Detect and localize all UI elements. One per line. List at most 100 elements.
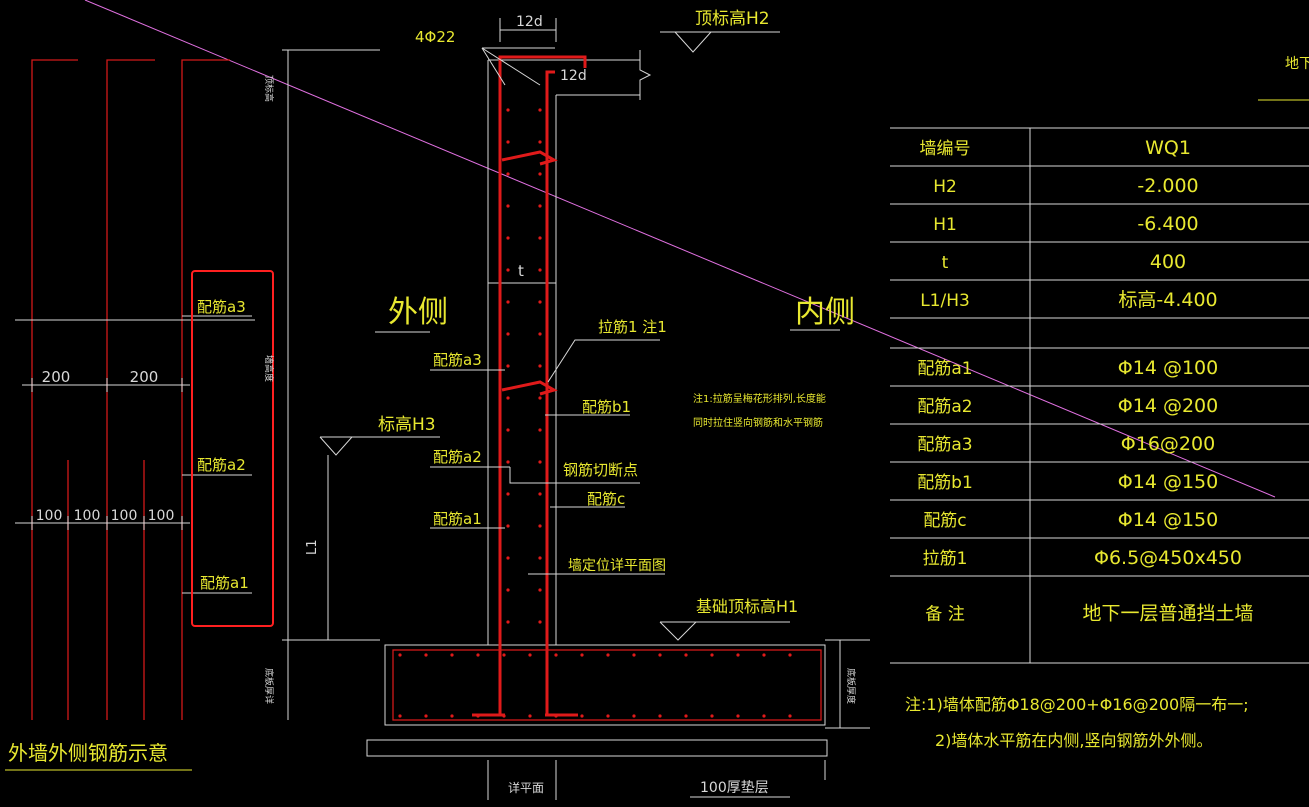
wall-section [282, 18, 870, 800]
corner-text: 地下 [1285, 56, 1309, 72]
dim-100-a: 100 [36, 508, 63, 524]
rebar-dot [554, 714, 558, 718]
table-cell-key: H2 [933, 177, 957, 197]
label-plan-ref: 墙定位详平面图 [568, 558, 666, 574]
table-cell-key: 墙编号 [920, 139, 971, 159]
rebar-dot [506, 108, 510, 112]
rebar-dot [710, 653, 714, 657]
rebar-dot [788, 653, 792, 657]
rebar-dot [684, 653, 688, 657]
table-cell-key: 配筋a3 [917, 435, 972, 455]
table-cell-key: 拉筋1 [923, 549, 968, 569]
highlight-box [191, 270, 274, 627]
left-label-a1: 配筋a1 [200, 574, 249, 592]
table-cell-key: L1/H3 [920, 291, 970, 311]
rebar-dot [450, 714, 454, 718]
label-l1: L1 [305, 539, 320, 555]
note-line-1: 注:1)墙体配筋Φ18@200+Φ16@200隔一布一; [905, 695, 1249, 714]
rebar-dot [506, 620, 510, 624]
table-cell-value: Φ14 @150 [1118, 509, 1218, 531]
rebar-dot [538, 140, 542, 144]
rebar-dot [506, 204, 510, 208]
rebar-dot [606, 714, 610, 718]
dim-100-d: 100 [148, 508, 175, 524]
label-c: 配筋c [587, 490, 625, 508]
rebar-dot [506, 588, 510, 592]
rebar-dot [710, 714, 714, 718]
rebar-dot [506, 396, 510, 400]
rebar-dot [506, 268, 510, 272]
rebar-dot [528, 653, 532, 657]
label-a2: 配筋a2 [433, 448, 482, 466]
rebar-dot [476, 714, 480, 718]
label-a3: 配筋a3 [433, 351, 482, 369]
table-cell-key: 配筋c [923, 511, 966, 531]
rebar-dot [762, 714, 766, 718]
label-elev-h3: 标高H3 [378, 415, 436, 435]
rebar-dot [538, 268, 542, 272]
label-12d-top: 12d [516, 14, 543, 30]
label-inside: 内侧 [795, 295, 855, 330]
rebar-dot [506, 332, 510, 336]
label-a1: 配筋a1 [433, 510, 482, 528]
note-1-line1: 注1:拉筋呈梅花形排列,长度能 [693, 392, 826, 405]
rebar-dot [538, 588, 542, 592]
left-sketch-title: 外墙外侧钢筋示意 [8, 741, 168, 765]
rebar-dot [736, 653, 740, 657]
table-cell-value: Φ14 @200 [1118, 395, 1218, 417]
label-cut-point: 钢筋切断点 [563, 461, 638, 479]
rebar-dot [424, 714, 428, 718]
rebar-dot [398, 714, 402, 718]
label-tie: 拉筋1 注1 [598, 318, 667, 336]
left-label-a3: 配筋a3 [197, 298, 246, 316]
vert-label-bot: 底板厚详 [263, 668, 275, 704]
rebar-dot [506, 300, 510, 304]
rebar-dot [450, 653, 454, 657]
rebar-dot [506, 428, 510, 432]
rebar-dot [538, 556, 542, 560]
table-cell-value: 标高-4.400 [1118, 289, 1217, 311]
rebar-dot [538, 620, 542, 624]
label-cushion: 100厚垫层 [700, 780, 769, 796]
rebar-dot [762, 653, 766, 657]
label-top-elev: 顶标高H2 [695, 9, 770, 29]
rebar-dot [506, 492, 510, 496]
table-cell-key: 备 注 [925, 605, 964, 625]
label-12d-inner: 12d [560, 68, 587, 84]
rebar-dot [538, 428, 542, 432]
table-cell-value: Φ14 @100 [1118, 357, 1218, 379]
rebar-dot [736, 714, 740, 718]
label-outside: 外侧 [388, 295, 448, 330]
table-cell-value: Φ6.5@450x450 [1094, 547, 1242, 569]
rebar-dot [476, 653, 480, 657]
rebar-dot [538, 364, 542, 368]
table-cell-value: 400 [1150, 251, 1186, 273]
rebar-dot [528, 714, 532, 718]
table-cell-key: H1 [933, 215, 957, 235]
dim-200-b: 200 [130, 368, 159, 386]
rebar-dot [788, 714, 792, 718]
table-cell-value: -2.000 [1137, 175, 1198, 197]
rebar-dot [538, 300, 542, 304]
label-base-elev: 基础顶标高H1 [696, 597, 798, 616]
label-4phi22: 4Φ22 [415, 28, 455, 46]
table-cell-value: -6.400 [1137, 213, 1198, 235]
rebar-dot [538, 332, 542, 336]
rebar-dot [506, 460, 510, 464]
note-line-2: 2)墙体水平筋在内侧,竖向钢筋外外侧。 [935, 731, 1213, 750]
left-rebar-sketch [5, 59, 274, 771]
vert-label-mid: 墙高度 [263, 355, 275, 382]
rebar-dot [538, 460, 542, 464]
rebar-dot [506, 236, 510, 240]
rebar-dot [632, 714, 636, 718]
rebar-dot [606, 653, 610, 657]
rebar-dot [538, 172, 542, 176]
table-cell-key: 配筋b1 [917, 473, 973, 493]
vert-label-top: 顶标高 [263, 75, 275, 102]
dim-100-b: 100 [74, 508, 101, 524]
rebar-dot [658, 714, 662, 718]
label-thickness: t [518, 262, 524, 280]
label-b1: 配筋b1 [582, 398, 631, 416]
